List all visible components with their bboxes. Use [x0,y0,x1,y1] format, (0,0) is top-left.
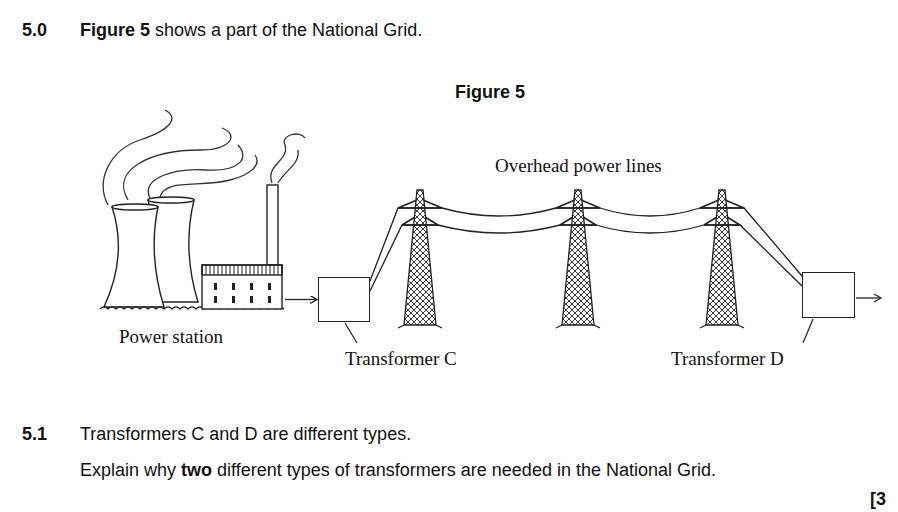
arrow-head [874,294,881,302]
question-text: different types of transformers are need… [217,460,716,481]
leader-line [345,323,357,343]
pylon [556,190,600,328]
power-station: Power station [100,185,285,350]
pylon [700,190,744,328]
node-label: Power station [119,326,223,348]
output-line [856,297,880,298]
node-label: Transformer C [345,348,457,370]
power-station-building [202,185,282,309]
question-text: Transformers C and D are different types… [80,424,411,445]
question-number: 5.1 [22,424,47,445]
question-text: Explain why [80,460,176,481]
question-text: two [181,460,212,481]
question-text: Figure 5 [80,20,150,41]
marks: [3 [870,489,886,510]
node-label: Transformer D [671,348,784,370]
arrow [285,299,317,300]
leader-line [803,319,813,343]
transformer-box: Transformer C [318,277,370,322]
line-label: Overhead power lines [495,155,662,177]
figure-title: Figure 5 [455,82,525,103]
question-text: shows a part of the National Grid. [155,20,422,41]
pylon [398,190,442,328]
question-number: 5.0 [22,20,47,41]
transformer-box: Transformer D [802,272,855,318]
cooling-towers [104,197,198,307]
power-line [370,208,802,291]
